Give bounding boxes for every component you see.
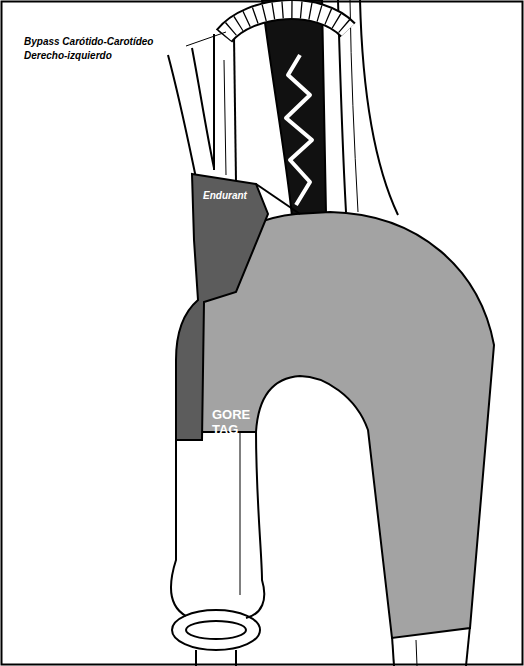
arch-outline bbox=[256, 184, 300, 214]
left-carotid bbox=[262, 0, 326, 216]
coil bbox=[286, 55, 312, 205]
endurant-graft bbox=[176, 174, 268, 440]
right-vessels bbox=[168, 34, 236, 182]
gore-tag-graft bbox=[200, 212, 494, 638]
part-label: Derecho-izquierdo bbox=[24, 50, 112, 62]
leader-line bbox=[186, 32, 226, 46]
graft-label: Endurant bbox=[203, 190, 247, 202]
graft-label: GORE TAG bbox=[212, 408, 250, 438]
bypass-graft bbox=[224, 10, 348, 36]
aortic-root bbox=[171, 430, 264, 666]
left-subclavian bbox=[338, 0, 398, 215]
part-label: Bypass Carótido-Carotídeo bbox=[24, 36, 153, 48]
